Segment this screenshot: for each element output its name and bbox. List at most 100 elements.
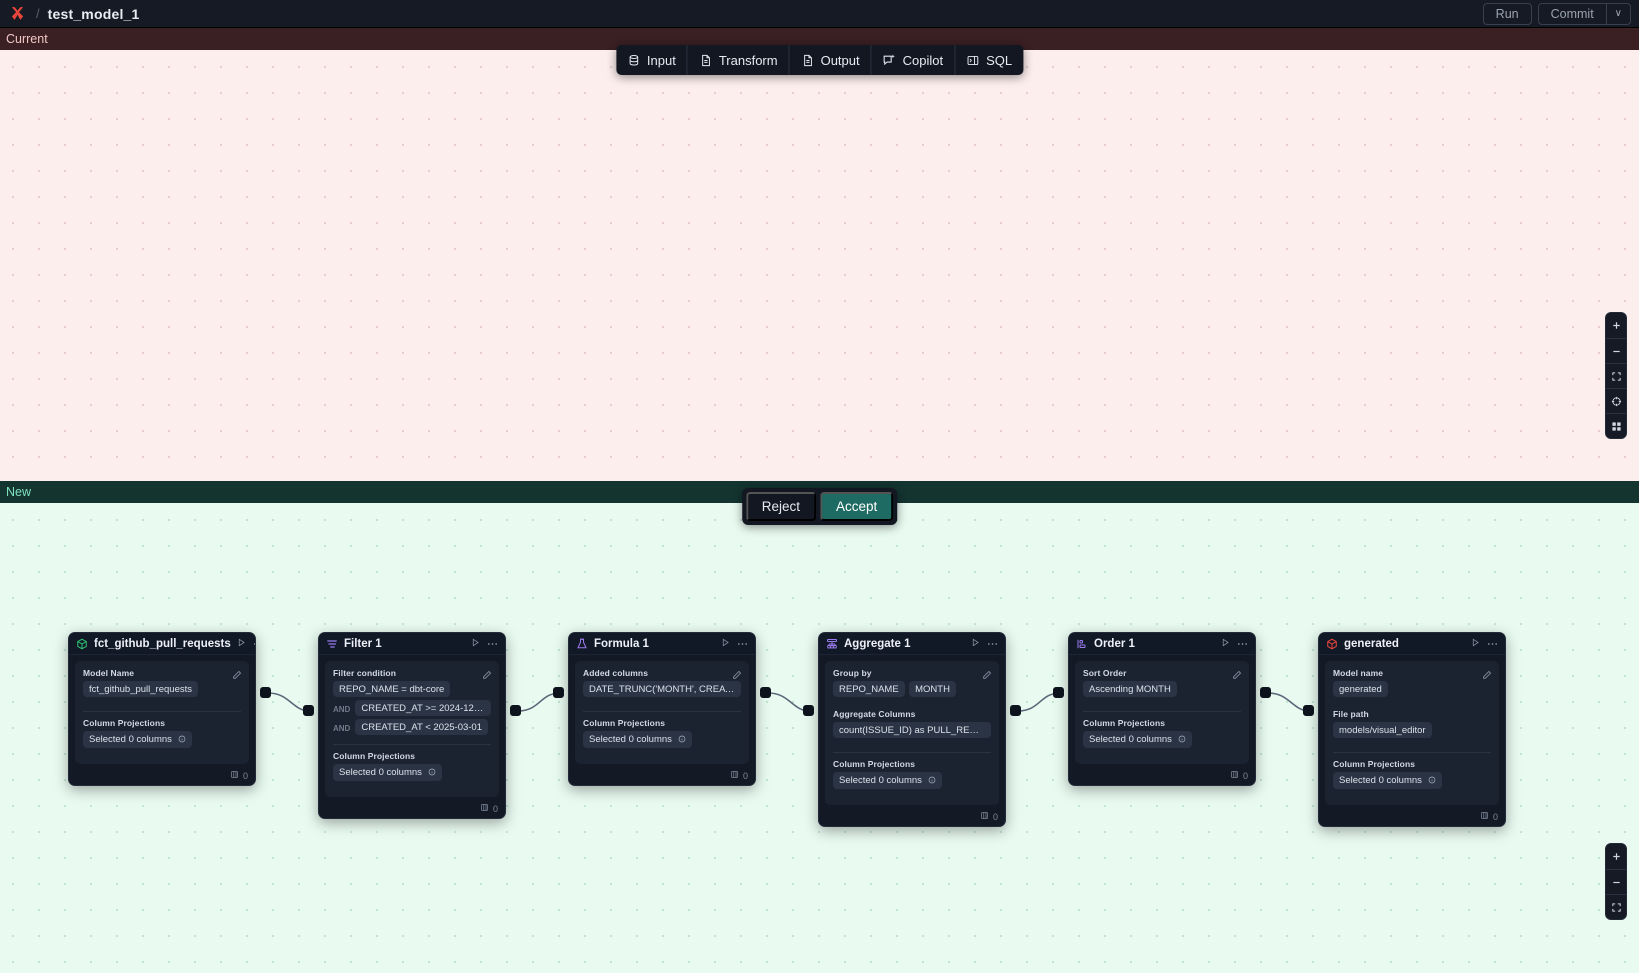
mode-tab-output[interactable]: Output xyxy=(788,45,871,75)
port-out-filter[interactable] xyxy=(510,705,521,716)
group-by-pill[interactable]: REPO_NAME xyxy=(833,681,905,697)
current-canvas[interactable] xyxy=(0,28,1639,481)
new-canvas[interactable]: fct_github_pull_requests Model Name fct_… xyxy=(0,481,1639,973)
edit-pencil-icon[interactable] xyxy=(232,667,242,685)
mode-tab-sql[interactable]: SQL xyxy=(954,45,1023,75)
node-header[interactable]: Filter 1 xyxy=(319,633,505,655)
node-generated[interactable]: generated Model name generated File path… xyxy=(1318,632,1506,827)
port-in-generated[interactable] xyxy=(1303,705,1314,716)
filter-condition-row: AND CREATED_AT < 2025-03-01 xyxy=(333,719,491,738)
more-options-icon[interactable] xyxy=(737,638,748,649)
decision-bar: Reject Accept xyxy=(741,488,898,525)
sort-order-pill[interactable]: Ascending MONTH xyxy=(1083,681,1177,697)
node-order-1[interactable]: Order 1 Sort Order Ascending MONTH Colum… xyxy=(1068,632,1256,786)
filter-condition-pill[interactable]: CREATED_AT >= 2024-12-01 xyxy=(355,700,491,716)
minus-icon[interactable] xyxy=(1606,338,1626,363)
more-options-icon[interactable] xyxy=(253,638,255,649)
mode-tab-transform-label: Transform xyxy=(718,52,778,68)
fit-view-icon[interactable] xyxy=(1606,363,1626,388)
info-icon[interactable] xyxy=(678,735,686,746)
run-node-icon[interactable] xyxy=(971,638,980,650)
port-out-source[interactable] xyxy=(260,687,271,698)
column-projections-pill[interactable]: Selected 0 columns xyxy=(83,731,192,748)
port-out-aggregate[interactable] xyxy=(1010,705,1021,716)
filter-condition-pill[interactable]: CREATED_AT < 2025-03-01 xyxy=(355,719,489,735)
more-options-icon[interactable] xyxy=(1487,638,1498,649)
node-fct-github-pull-requests[interactable]: fct_github_pull_requests Model Name fct_… xyxy=(68,632,256,786)
fit-view-icon[interactable] xyxy=(1606,894,1626,919)
field-value-pill[interactable]: fct_github_pull_requests xyxy=(83,681,198,697)
port-in-aggregate[interactable] xyxy=(803,705,814,716)
node-header[interactable]: Formula 1 xyxy=(569,633,755,655)
node-formula-1[interactable]: Formula 1 Added columns DATE_TRUNC('MONT… xyxy=(568,632,756,786)
rows-icon xyxy=(980,811,989,822)
port-in-order[interactable] xyxy=(1053,687,1064,698)
mode-tab-transform[interactable]: Transform xyxy=(686,45,789,75)
filter-operator: AND xyxy=(333,705,351,714)
brand-x-icon[interactable] xyxy=(8,5,26,23)
port-in-formula[interactable] xyxy=(553,687,564,698)
mode-tab-copilot-label: Copilot xyxy=(902,52,944,68)
node-header[interactable]: generated xyxy=(1319,633,1505,655)
column-projections-pill[interactable]: Selected 0 columns xyxy=(1333,772,1442,789)
node-footer: 0 xyxy=(69,770,255,785)
node-body: Model name generated File path models/vi… xyxy=(1325,661,1499,805)
mode-tab-input[interactable]: Input xyxy=(616,45,687,75)
info-icon[interactable] xyxy=(178,735,186,746)
order-purple-icon xyxy=(1076,638,1088,650)
column-projections-pill[interactable]: Selected 0 columns xyxy=(583,731,692,748)
model-name-pill[interactable]: generated xyxy=(1333,681,1388,697)
group-by-pill[interactable]: MONTH xyxy=(909,681,956,697)
filter-condition-pill[interactable]: REPO_NAME = dbt-core xyxy=(333,681,451,697)
minus-icon[interactable] xyxy=(1606,869,1626,894)
port-out-formula[interactable] xyxy=(760,687,771,698)
port-in-filter[interactable] xyxy=(303,705,314,716)
node-header[interactable]: Order 1 xyxy=(1069,633,1255,655)
node-title: Filter 1 xyxy=(344,637,382,650)
chevron-down-icon[interactable]: ∨ xyxy=(1605,3,1630,24)
column-projections-pill[interactable]: Selected 0 columns xyxy=(333,764,442,781)
column-projections-pill[interactable]: Selected 0 columns xyxy=(833,772,942,789)
port-out-order[interactable] xyxy=(1260,687,1271,698)
node-aggregate-1[interactable]: Aggregate 1 Group by REPO_NAME MONTH Agg… xyxy=(818,632,1006,827)
accept-button[interactable]: Accept xyxy=(819,492,894,521)
info-icon[interactable] xyxy=(1428,776,1436,787)
commit-split-button[interactable]: Commit ∨ xyxy=(1537,2,1631,25)
mode-tab-copilot[interactable]: Copilot xyxy=(870,45,954,75)
node-header[interactable]: fct_github_pull_requests xyxy=(69,633,255,655)
edit-pencil-icon[interactable] xyxy=(1482,667,1492,685)
edit-pencil-icon[interactable] xyxy=(482,667,492,685)
node-header[interactable]: Aggregate 1 xyxy=(819,633,1005,655)
run-node-icon[interactable] xyxy=(721,638,730,650)
file-path-pill[interactable]: models/visual_editor xyxy=(1333,722,1432,738)
commit-button-label[interactable]: Commit xyxy=(1550,6,1594,21)
run-node-icon[interactable] xyxy=(471,638,480,650)
lock-target-icon[interactable] xyxy=(1606,388,1626,413)
rows-icon xyxy=(480,803,489,814)
edit-pencil-icon[interactable] xyxy=(1232,667,1242,685)
row-count: 0 xyxy=(242,770,248,781)
column-projections-text: Selected 0 columns xyxy=(339,766,422,778)
plus-icon[interactable] xyxy=(1606,844,1626,869)
info-icon[interactable] xyxy=(428,768,436,779)
node-filter-1[interactable]: Filter 1 Filter condition REPO_NAME = db… xyxy=(318,632,506,819)
grid-icon[interactable] xyxy=(1606,413,1626,438)
more-options-icon[interactable] xyxy=(487,638,498,649)
added-columns-pill[interactable]: DATE_TRUNC('MONTH', CREATED_AT… xyxy=(583,681,741,697)
info-icon[interactable] xyxy=(1178,735,1186,746)
field-label: Filter condition xyxy=(333,668,396,678)
info-icon[interactable] xyxy=(928,776,936,787)
more-options-icon[interactable] xyxy=(1237,638,1248,649)
document-icon xyxy=(699,53,713,67)
edit-pencil-icon[interactable] xyxy=(982,667,992,685)
aggregate-columns-pill[interactable]: count(ISSUE_ID) as PULL_REQUEST_… xyxy=(833,722,991,738)
run-node-icon[interactable] xyxy=(237,638,246,650)
more-options-icon[interactable] xyxy=(987,638,998,649)
edit-pencil-icon[interactable] xyxy=(732,667,742,685)
plus-icon[interactable] xyxy=(1606,313,1626,338)
reject-button[interactable]: Reject xyxy=(745,492,816,521)
run-node-icon[interactable] xyxy=(1221,638,1230,650)
run-button[interactable]: Run xyxy=(1482,2,1532,25)
run-node-icon[interactable] xyxy=(1471,638,1480,650)
column-projections-pill[interactable]: Selected 0 columns xyxy=(1083,731,1192,748)
